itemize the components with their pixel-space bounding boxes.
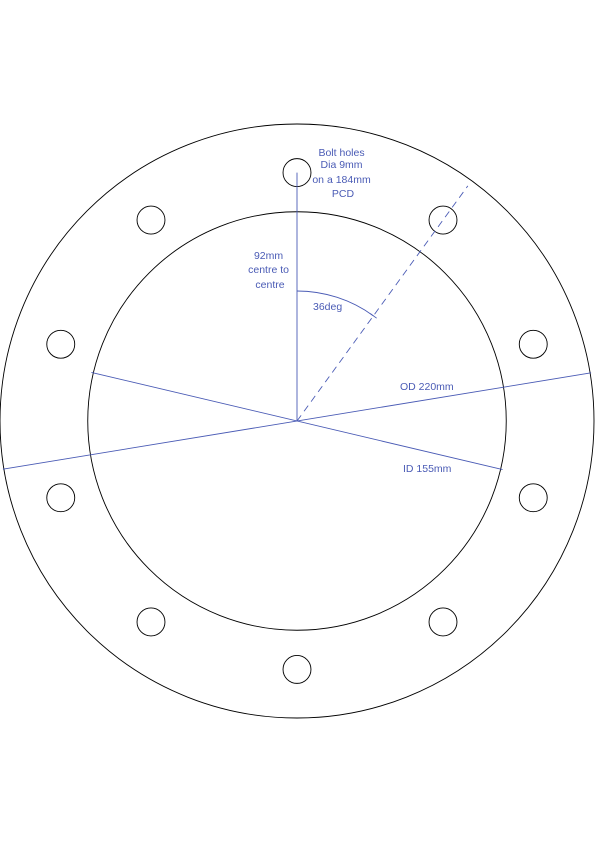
angle-arc	[296, 290, 374, 317]
bolt-hole-label: Bolt holes Dia 9mm on a 184mm PCD	[312, 147, 373, 200]
outer-edge-circle	[0, 123, 595, 719]
bolt-hole	[282, 654, 312, 684]
bolt-hole	[46, 483, 76, 513]
bolt-hole	[136, 607, 166, 637]
dimension-lines	[2, 172, 592, 471]
bolt-hole	[428, 607, 458, 637]
bolt-hole-label-line-4: PCD	[332, 188, 355, 200]
angle-arc-tick	[369, 313, 377, 319]
bolt-hole-label-line-2: Dia 9mm	[321, 159, 363, 171]
angle-label: 36deg	[313, 301, 342, 313]
angle-reference-line	[296, 185, 469, 422]
bolt-hole	[518, 483, 548, 513]
bolt-hole	[428, 205, 458, 235]
outer-diameter-label: OD 220mm	[400, 381, 454, 393]
bolt-hole	[46, 329, 76, 359]
radius-label-line-2: centre to	[248, 264, 289, 276]
inner-diameter-line	[91, 371, 503, 471]
inner-diameter-label: ID 155mm	[403, 463, 452, 475]
radius-label-line-1: 92mm	[254, 250, 283, 262]
bolt-hole-label-line-3: on a 184mm	[312, 174, 371, 186]
bolt-hole	[518, 329, 548, 359]
bolt-hole-label-line-1: Bolt holes	[318, 147, 364, 159]
radius-label: 92mm centre to centre	[248, 250, 292, 291]
bolt-holes	[46, 158, 548, 684]
bolt-hole	[136, 205, 166, 235]
radius-label-line-3: centre	[255, 279, 284, 291]
